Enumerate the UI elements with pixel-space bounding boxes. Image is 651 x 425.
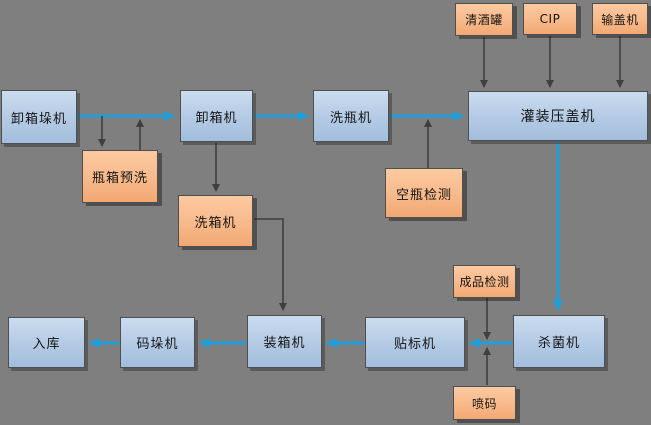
node-bright-beer-tank: 清酒罐 <box>455 3 513 36</box>
node-decrater: 卸箱机 <box>180 90 253 142</box>
node-crate-prewash: 瓶箱预洗 <box>82 150 158 203</box>
node-product-inspect: 成品检测 <box>453 265 516 298</box>
node-case-packer: 装箱机 <box>247 315 322 368</box>
node-filler-capper: 灌装压盖机 <box>468 91 648 141</box>
node-inkjet-coder: 喷码 <box>453 386 516 420</box>
node-labeler: 贴标机 <box>365 317 465 368</box>
node-pasteurizer: 杀菌机 <box>513 315 605 368</box>
node-cip: CIP <box>523 3 577 35</box>
node-cap-feeder: 输盖机 <box>592 3 648 35</box>
node-warehouse: 入库 <box>8 317 85 368</box>
node-crate-washer: 洗箱机 <box>178 195 253 247</box>
node-palletizer: 码垛机 <box>120 317 195 368</box>
node-bottle-washer: 洗瓶机 <box>313 90 389 142</box>
connector-cratewasher-to-casepacker <box>254 218 287 311</box>
node-depalletizer: 卸箱垛机 <box>1 90 77 144</box>
node-empty-bottle-inspect: 空瓶检测 <box>385 168 463 218</box>
